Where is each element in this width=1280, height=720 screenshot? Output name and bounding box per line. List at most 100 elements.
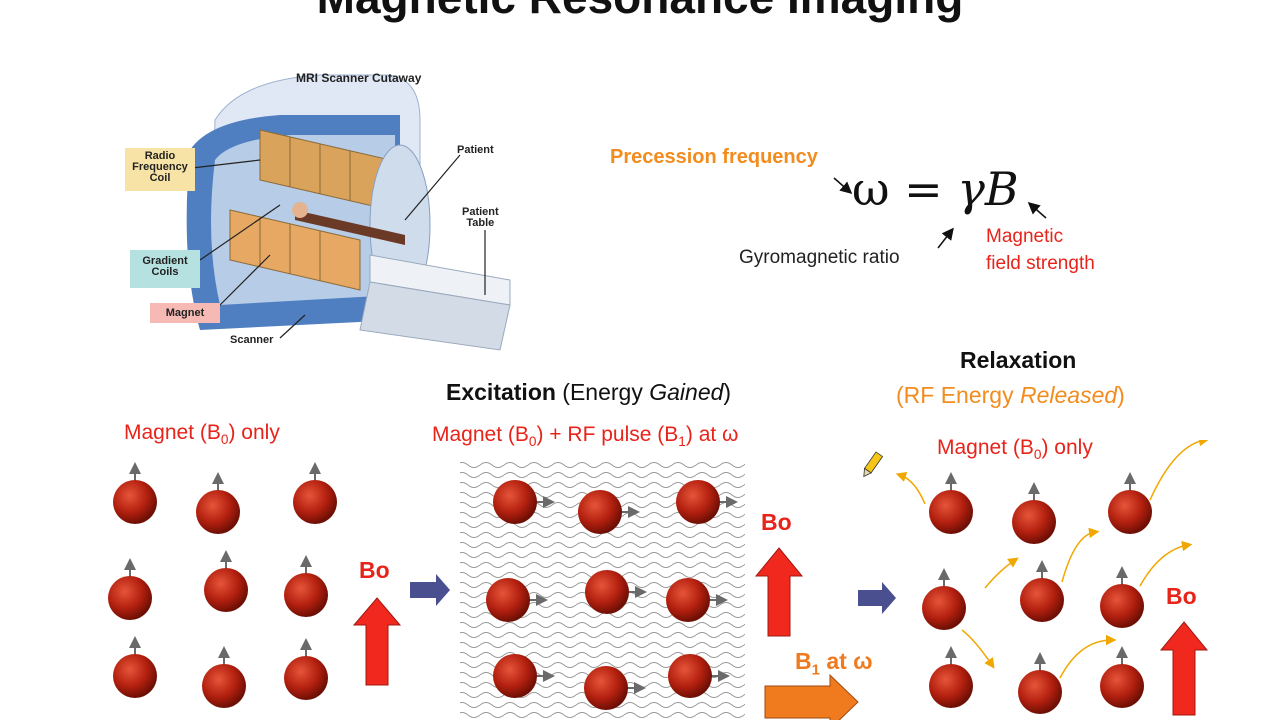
excitation-heading-close: ) (723, 379, 732, 405)
proton-sphere (578, 490, 622, 534)
flow-arrow-1 (410, 574, 450, 606)
relax-sub-close: ) (1117, 382, 1125, 408)
field-arrow (1027, 202, 1047, 219)
gyro-arrow (937, 227, 954, 249)
gamma-symbol: γ (957, 162, 985, 216)
bo-arrow-excitation (754, 547, 804, 637)
rf-emission-wave (1139, 540, 1193, 587)
gradient-coils-label: Gradient Coils (130, 250, 200, 288)
precession-arrow (833, 177, 853, 194)
rf-emission-wave (1149, 440, 1210, 501)
excited-proton (493, 654, 555, 698)
rest-proton (202, 646, 246, 708)
relaxing-proton (1100, 646, 1144, 708)
proton-sphere (1100, 664, 1144, 708)
field-label-line1: Magnetic (986, 226, 1064, 247)
rest-caption-a: Magnet (B (124, 421, 221, 444)
relax-caption-b: ) only (1041, 436, 1093, 459)
proton-sphere (108, 576, 152, 620)
excited-proton (666, 578, 728, 622)
rest-caption-b: ) only (228, 421, 280, 444)
scanner-title: MRI Scanner Cutaway (296, 71, 422, 85)
scanner-label: Scanner (230, 334, 274, 346)
b1-label-b: at ω (819, 648, 873, 674)
proton-sphere (293, 480, 337, 524)
exc-caption-a: Magnet (B (432, 423, 529, 446)
rest-proton (284, 638, 328, 700)
relax-caption-a: Magnet (B (937, 436, 1034, 459)
excitation-caption: Magnet (B0) + RF pulse (B1) at ω (432, 423, 738, 449)
b1-label: B1 at ω (795, 648, 873, 679)
field-symbol: B (984, 162, 1019, 216)
relaxing-proton (929, 629, 995, 708)
equals-sign: = (904, 162, 943, 216)
rest-caption: Magnet (B0) only (124, 421, 280, 447)
bo-arrow-rest-shape (352, 597, 402, 686)
proton-sphere (1012, 500, 1056, 544)
exc-caption-b: ) + RF pulse (B (536, 423, 679, 446)
proton-sphere (585, 570, 629, 614)
larmor-equation: ω = γB (852, 162, 1019, 216)
excitation-heading-bold: Excitation (446, 379, 556, 405)
patient-table-label-1: Patient (462, 206, 499, 218)
rf-emission-wave (1059, 634, 1117, 679)
exc-caption-c: ) at ω (685, 423, 739, 446)
excited-proton (493, 480, 555, 524)
gyromagnetic-ratio-label: Gyromagnetic ratio (739, 247, 900, 268)
bo-label-excitation: Bo (761, 509, 792, 535)
excited-proton (668, 654, 730, 698)
proton-sphere (202, 664, 246, 708)
relax-sub-open: (RF Energy (896, 382, 1020, 408)
patient-figure (295, 210, 405, 245)
rf-emission-wave (1061, 527, 1100, 583)
relax-sub-italic: Released (1019, 382, 1118, 408)
bo-arrow-relaxation (1159, 621, 1209, 716)
proton-sphere (929, 490, 973, 534)
magnetic-field-strength-label: Magnetic field strength (986, 223, 1095, 277)
mri-scanner-illustration (186, 74, 511, 351)
proton-group (108, 440, 1210, 714)
patient-table-label: Patient Table (462, 207, 499, 229)
flow-arrow-2 (858, 582, 896, 614)
b1-label-sub: 1 (811, 661, 820, 679)
proton-diagram (108, 440, 1210, 720)
rf-emission-wave (895, 471, 926, 505)
proton-sphere (486, 578, 530, 622)
relaxing-proton (922, 557, 1019, 630)
excitation-heading-italic: Gained (649, 379, 724, 405)
field-label-line2: field strength (986, 253, 1095, 274)
rest-caption-sub: 0 (220, 432, 229, 448)
excitation-heading-open: (Energy (555, 379, 650, 405)
relaxing-proton (1108, 440, 1210, 534)
bo-arrow-rest (352, 597, 402, 686)
proton-sphere (1020, 578, 1064, 622)
proton-sphere (493, 654, 537, 698)
bo-label-rest: Bo (359, 557, 390, 583)
proton-sphere (493, 480, 537, 524)
relaxing-proton (1018, 634, 1117, 714)
relaxing-proton (1020, 527, 1100, 622)
excited-proton (585, 570, 647, 614)
slide-title: Magnetic Resonance Imaging (0, 0, 1280, 24)
rest-proton (293, 462, 337, 524)
proton-sphere (922, 586, 966, 630)
rf-emission-wave (961, 629, 995, 669)
exc-caption-sub-b: 1 (678, 434, 686, 450)
pencil-cursor-icon (863, 451, 884, 478)
bo-arrow-excitation-shape (754, 547, 804, 637)
proton-sphere (666, 578, 710, 622)
proton-sphere (284, 573, 328, 617)
relaxation-subheading: (RF Energy Released) (896, 382, 1125, 409)
proton-sphere (284, 656, 328, 700)
coil-grid (259, 137, 351, 281)
relaxation-caption: Magnet (B0) only (937, 436, 1093, 462)
excited-proton (676, 480, 738, 524)
patient-head (292, 202, 308, 218)
rf-emission-wave (984, 557, 1019, 589)
rest-proton (284, 555, 328, 617)
patient-table-label-2: Table (466, 217, 495, 229)
b1-label-a: B (795, 648, 812, 674)
patient-label: Patient (457, 144, 494, 156)
rf-coil-label-2: Frequency (132, 161, 188, 173)
equation-arrows (833, 177, 1047, 249)
